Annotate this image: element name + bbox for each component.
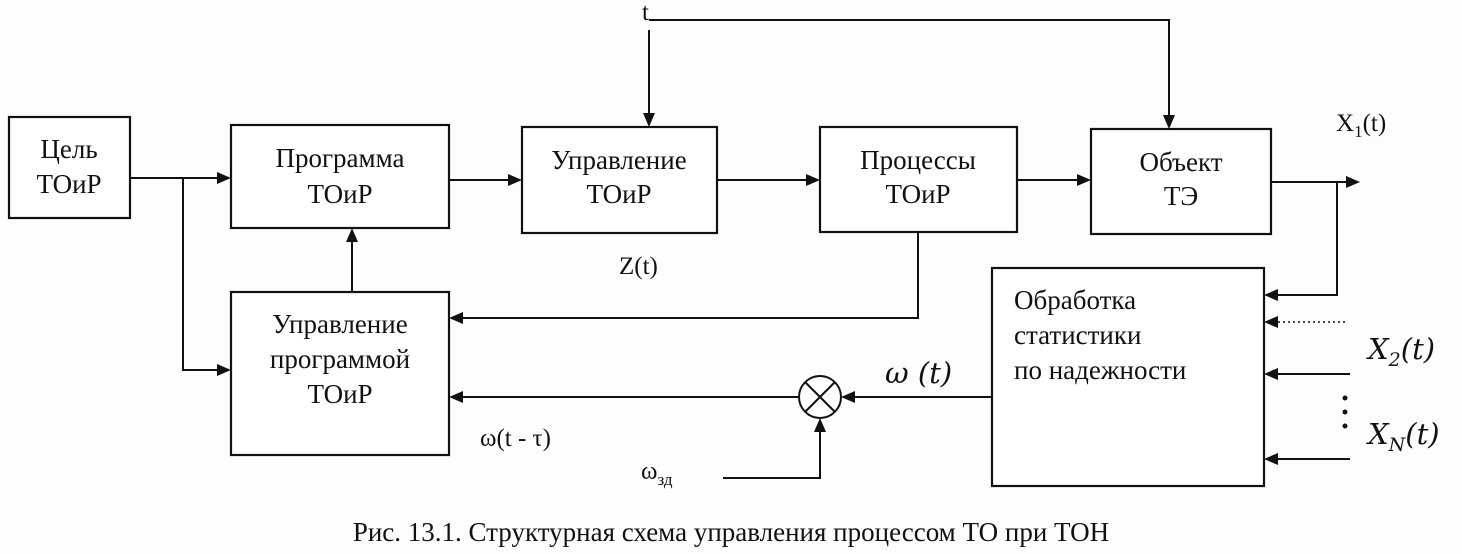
figure-caption: Рис. 13.1. Структурная схема управления … — [353, 517, 1109, 547]
program-control-label-3: ТОиР — [307, 379, 372, 409]
management-block — [520, 125, 719, 235]
processes-feedback-arrow — [449, 232, 919, 324]
statistics-to-comparator-arrow — [841, 391, 992, 403]
comparator-to-control-arrow — [449, 391, 799, 403]
processes-label-1: Процессы — [860, 145, 976, 175]
processes-label-2: ТОиР — [885, 179, 950, 209]
x2-input-arrow — [1264, 368, 1350, 380]
object-block — [1089, 127, 1273, 236]
x1-label: X1(t) — [1336, 110, 1386, 141]
setpoint-arrow — [723, 418, 826, 479]
goal-label-1: Цель — [40, 134, 97, 164]
program-label-1: Программа — [275, 143, 404, 173]
object-label-2: ТЭ — [1164, 181, 1198, 211]
program-control-block — [229, 290, 451, 457]
goal-to-program-arrow — [130, 172, 231, 376]
x2-label: X2(t) — [1366, 332, 1435, 371]
omega-label: ω (t) — [885, 356, 952, 390]
management-label-2: ТОиР — [586, 179, 651, 209]
xn-input-arrow — [1264, 453, 1350, 465]
intermediate-input-arrow — [1264, 316, 1345, 328]
omega-delay-label: ω(t - τ) — [480, 425, 551, 452]
goal-block — [7, 115, 132, 220]
program-to-management-arrow — [449, 174, 522, 186]
object-label-1: Объект — [1139, 147, 1222, 177]
time-label: t — [642, 0, 649, 26]
program-control-label-1: Управление — [272, 309, 407, 339]
x1-feedback-arrow — [1264, 182, 1338, 301]
control-to-program-arrow — [346, 228, 358, 292]
statistics-label-3: по надежности — [1014, 355, 1186, 385]
program-label-2: ТОиР — [307, 179, 372, 209]
statistics-block — [990, 266, 1266, 488]
ellipsis-dots — [1342, 395, 1348, 429]
program-block — [229, 123, 451, 230]
statistics-label-1: Обработка — [1014, 285, 1136, 315]
management-to-processes-arrow — [717, 174, 820, 186]
program-control-label-2: программой — [270, 344, 410, 374]
time-signal-line — [643, 19, 1175, 129]
object-output-arrow — [1271, 176, 1360, 188]
management-label-1: Управление — [551, 145, 686, 175]
processes-to-object-arrow — [1017, 174, 1091, 186]
goal-label-2: ТОиР — [36, 169, 101, 199]
z-label: Z(t) — [619, 253, 658, 280]
processes-block — [818, 125, 1019, 234]
comparator-node — [798, 375, 842, 419]
statistics-label-2: статистики — [1014, 320, 1141, 350]
omega-setpoint-label: ωзд — [641, 458, 673, 489]
xn-label: XN(t) — [1366, 417, 1440, 456]
